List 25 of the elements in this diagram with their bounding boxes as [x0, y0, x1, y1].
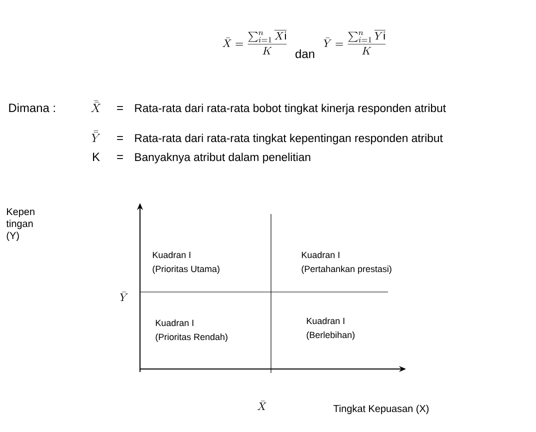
equals-sign: = [117, 136, 123, 140]
equals-sign: = [117, 155, 123, 159]
quadrant-label: Kuadran I [152, 252, 190, 258]
definition-text: Rata-rata dari rata-rata bobot tingkat kinerja responden atribut [135, 104, 446, 114]
quadrant-label: (Prioritas Rendah) [156, 334, 228, 342]
symbol: K [93, 152, 100, 161]
quadrant-label: Kuadran I [156, 320, 194, 326]
quadrant-label: (Prioritas Utama) [152, 266, 220, 274]
formula: $\bar{X} = \frac{\sum_{i=1}^{n}\overline{X\mathrm{i}}}{K}$ [222, 30, 287, 54]
definition-text: Rata-rata dari rata-rata tingkat kepentingan responden atribut [135, 134, 443, 144]
equals-sign: = [117, 106, 123, 110]
axis-title: Kepen tingan (Y) [6, 208, 34, 242]
symbol: $\bar{\bar{Y}}$ [92, 130, 100, 142]
quadrant-label: (Berlebihan) [306, 332, 354, 340]
formula: $\bar{Y} = \frac{\sum_{i=1}^{n}\overline{Y\mathrm{i}}}{K}$ [324, 30, 386, 54]
quadrant-label: Kuadran I [306, 318, 344, 324]
symbol: $\bar{\bar{X}}$ [90, 100, 101, 112]
quadrant-label: (Pertahankan prestasi) [302, 266, 392, 274]
connective-text: dan [296, 49, 314, 58]
axis-mark: $\bar{X}$ [257, 400, 266, 410]
axis-title: Tingkat Kepuasan (X) [333, 404, 429, 414]
definition-text: Banyaknya atribut dalam penelitian [135, 152, 310, 164]
quadrant-label: Kuadran I [302, 252, 340, 258]
axis-mark: $\bar{Y}$ [120, 292, 128, 301]
definition-label: Dimana : [9, 103, 55, 112]
